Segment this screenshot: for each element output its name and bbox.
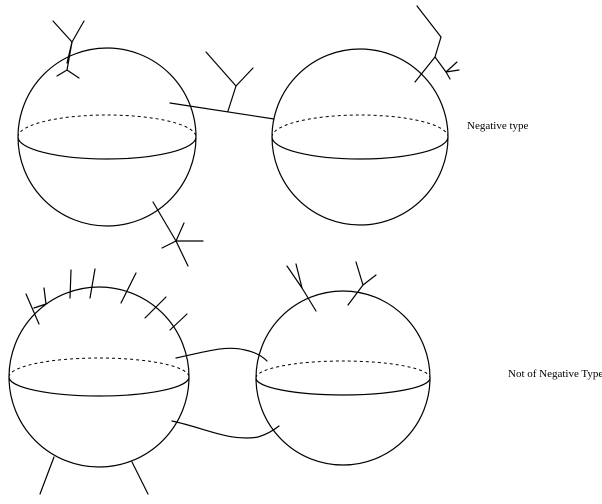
hair-edge <box>43 287 47 305</box>
not-negative-type-label: Not of Negative Type <box>508 368 602 380</box>
sphere-outline <box>255 290 431 466</box>
tree-edge <box>175 222 185 242</box>
negative-type-diagram <box>17 5 460 267</box>
sphere-outline <box>8 286 190 468</box>
equator-front <box>8 376 190 397</box>
tree-edge <box>161 240 177 249</box>
top-left-upper-tree <box>52 20 85 79</box>
equator-back <box>17 114 197 138</box>
tree-edge <box>434 36 442 58</box>
equator-front <box>255 377 431 396</box>
equator-back <box>8 357 190 378</box>
top-right-tree <box>414 5 460 83</box>
connecting-curve-lower <box>171 420 280 439</box>
connecting-edge <box>169 102 275 120</box>
connecting-edge-tree <box>169 51 275 120</box>
hair-edge <box>69 269 72 299</box>
tree-edge <box>56 69 68 77</box>
tree-edge <box>445 69 460 73</box>
tree-edge <box>414 56 436 83</box>
connecting-curve-upper <box>175 347 268 362</box>
tree-edge <box>347 284 364 306</box>
hair-edge <box>25 293 40 325</box>
negative-type-label: Negative type <box>467 120 529 132</box>
top-right-sphere <box>271 48 449 226</box>
equator-front <box>271 136 449 160</box>
bottom-left-hairs <box>25 268 188 495</box>
tree-edge <box>445 71 451 80</box>
hair-edge <box>89 268 96 299</box>
tree-edge <box>52 20 73 43</box>
top-left-lower-tree <box>152 201 204 267</box>
hair-edge <box>144 296 167 319</box>
tree-edge <box>416 5 442 38</box>
sphere-outline <box>271 48 449 226</box>
tree-edge <box>295 263 303 289</box>
bottom-right-trees <box>286 261 377 312</box>
bottom-left-sphere <box>8 286 190 468</box>
tree-edge <box>301 287 317 312</box>
top-left-sphere <box>17 47 197 227</box>
tree-edge <box>362 274 377 286</box>
hair-edge <box>39 456 55 495</box>
hair-edge <box>120 272 137 304</box>
equator-front <box>17 136 197 160</box>
tree-edge <box>175 240 189 267</box>
connecting-curves <box>171 347 280 439</box>
tree-edge <box>445 61 458 73</box>
not-negative-type-diagram <box>8 261 431 495</box>
edge-branch-stem <box>227 85 237 112</box>
equator-back <box>271 114 449 138</box>
sphere-outline <box>17 47 197 227</box>
tree-edge <box>355 261 364 286</box>
edge-branch <box>235 67 254 87</box>
tree-edge <box>66 69 80 79</box>
hair-edge <box>131 461 149 495</box>
tree-edge <box>66 41 73 71</box>
hair-edge <box>169 313 188 331</box>
tree-edge <box>434 56 447 73</box>
equator-back <box>255 360 431 379</box>
tree-edge <box>71 20 85 43</box>
bottom-right-sphere <box>255 290 431 466</box>
hair-edge <box>33 303 47 309</box>
tree-edge <box>152 201 177 242</box>
edge-branch <box>205 51 237 87</box>
tree-edge <box>286 265 303 289</box>
